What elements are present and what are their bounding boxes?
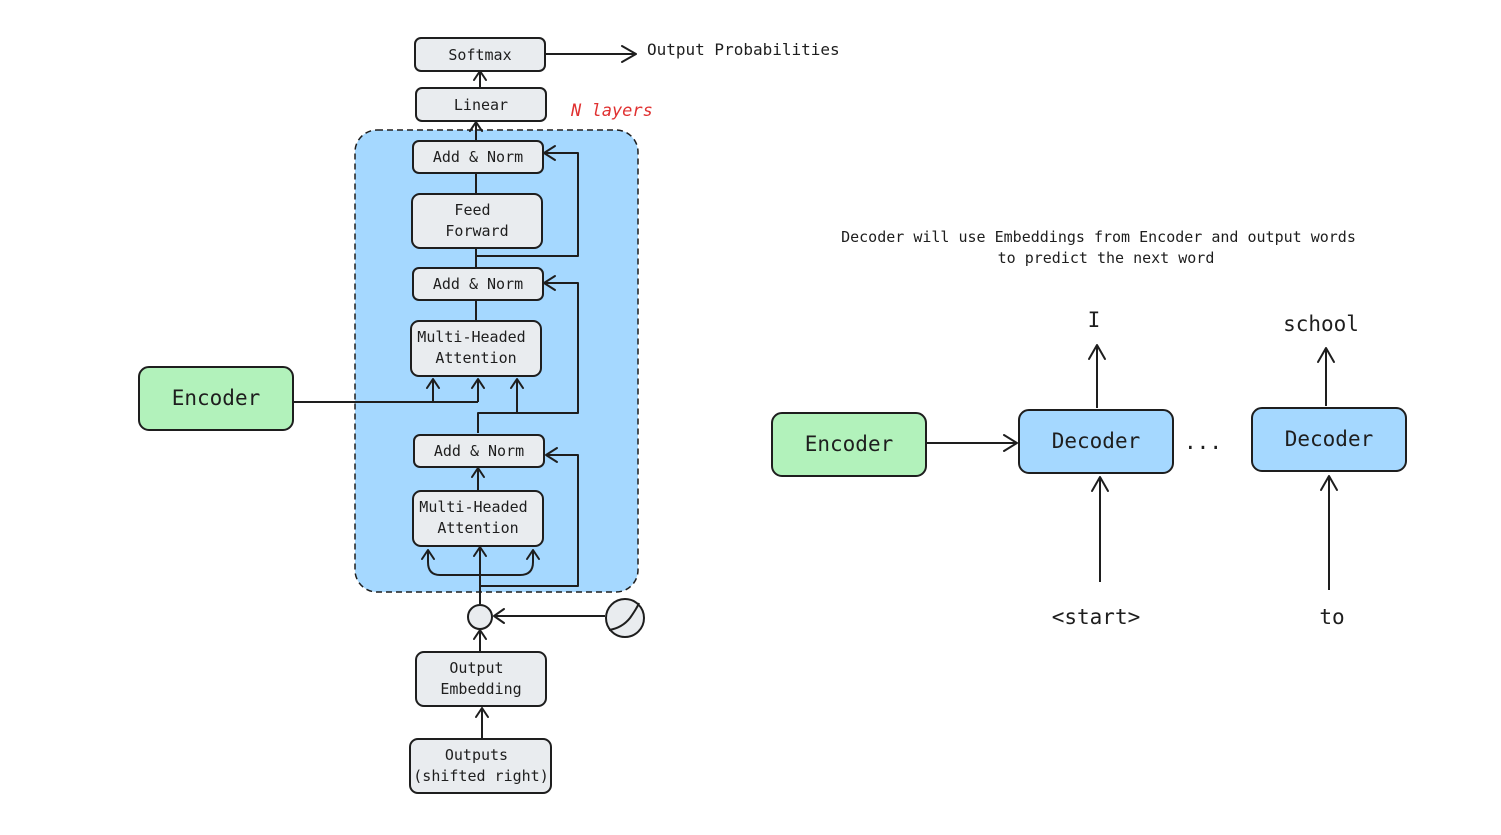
feed-forward-line2: Forward <box>445 222 508 240</box>
add-norm-middle-label: Add & Norm <box>433 275 523 293</box>
decoder-label-1: Decoder <box>1052 429 1141 453</box>
decoder-label-2: Decoder <box>1285 427 1374 451</box>
add-norm-middle-box <box>412 267 544 301</box>
outputs-label: Outputs (shifted right) <box>413 746 548 785</box>
output-word-1: I <box>1088 308 1101 332</box>
feed-forward-box <box>411 193 543 249</box>
n-layers-label: N layers <box>570 101 653 121</box>
add-norm-top-label: Add & Norm <box>433 148 523 166</box>
feed-forward-line1: Feed <box>454 201 490 219</box>
feed-forward-label: Feed Forward <box>445 201 508 240</box>
output-probabilities-label: Output Probabilities <box>647 40 840 59</box>
add-norm-bottom-box <box>413 434 545 468</box>
encoder-label-left: Encoder <box>172 386 261 410</box>
mha-upper-label: Multi-Headed Attention <box>417 328 534 367</box>
output-embedding-label: Output Embedding <box>440 659 521 698</box>
outputs-box <box>409 738 552 794</box>
outputs-line2: (shifted right) <box>413 767 548 785</box>
right-wires <box>926 344 1338 590</box>
encoder-box-left <box>138 366 294 431</box>
decoder-box-2 <box>1251 407 1407 472</box>
ellipsis: ... <box>1184 430 1222 454</box>
decoder-box-1 <box>1018 409 1174 474</box>
mha-upper-box <box>410 320 542 377</box>
mha-lower-line1: Multi-Headed <box>419 498 527 516</box>
mha-lower-line2: Attention <box>437 519 518 537</box>
input-word-2: to <box>1319 605 1344 629</box>
encoder-label-right: Encoder <box>805 432 894 456</box>
linear-box <box>415 87 547 122</box>
add-norm-bottom-label: Add & Norm <box>434 442 524 460</box>
linear-label: Linear <box>454 96 508 114</box>
caption: Decoder will use Embeddings from Encoder… <box>841 228 1365 267</box>
left-wires <box>293 45 637 739</box>
output-embedding-line2: Embedding <box>440 680 521 698</box>
input-word-1: <start> <box>1052 605 1141 629</box>
sum-node <box>467 604 493 630</box>
encoder-box-right <box>771 412 927 477</box>
add-norm-top-box <box>412 140 544 174</box>
output-word-2: school <box>1283 312 1359 336</box>
caption-line2: to predict the next word <box>998 249 1215 267</box>
mha-lower-box <box>412 490 544 547</box>
softmax-label: Softmax <box>448 46 511 64</box>
mha-upper-line2: Attention <box>435 349 516 367</box>
caption-line1: Decoder will use Embeddings from Encoder… <box>841 228 1356 246</box>
softmax-box <box>414 37 546 72</box>
output-embedding-box <box>415 651 547 707</box>
output-embedding-line1: Output <box>449 659 503 677</box>
mha-upper-line1: Multi-Headed <box>417 328 525 346</box>
mha-lower-label: Multi-Headed Attention <box>419 498 536 537</box>
positional-encoding-icon <box>605 598 645 638</box>
outputs-line1: Outputs <box>445 746 508 764</box>
